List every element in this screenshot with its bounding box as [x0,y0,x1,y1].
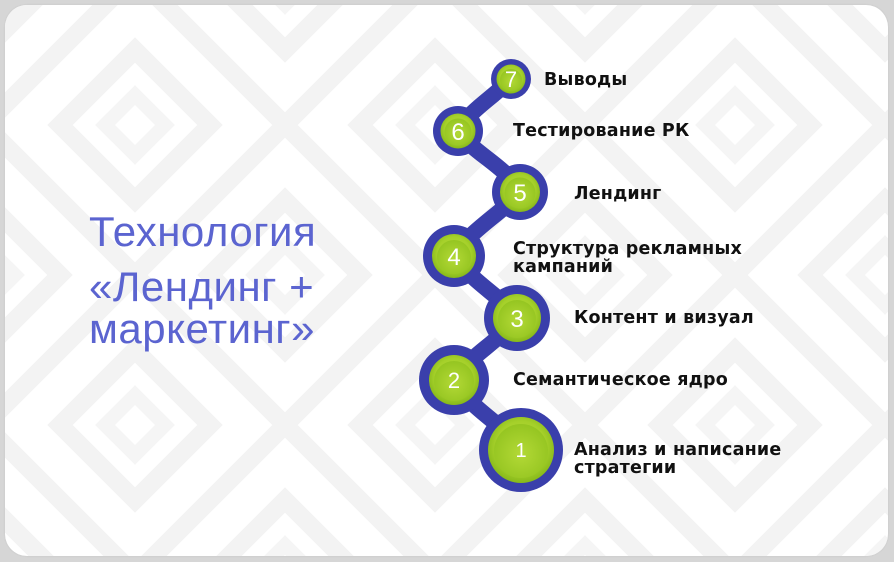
step-3-marker: 3 [484,285,550,351]
step-7-marker: 7 [491,59,531,99]
step-4-label-line-1: Структура рекламных [513,239,742,259]
step-6-label: Тестирование РК [513,121,690,141]
step-1-label-line-1: Анализ и написание [574,440,782,460]
step-5-number: 5 [513,180,526,207]
title-line-1: Технология [89,208,317,255]
step-4-number: 4 [447,244,460,271]
step-3-number: 3 [510,306,523,333]
step-6-marker: 6 [433,106,483,156]
step-4-label: Структура рекламных кампаний [513,240,742,276]
slide-title: Технология «Лендинг + маркетинг» [89,208,316,350]
title-line-3: маркетинг» [89,305,315,352]
step-1-label: Анализ и написание стратегии [574,441,781,477]
step-1-marker: 1 [479,408,563,492]
step-4-label-line-2: кампаний [513,257,614,277]
step-4-marker: 4 [423,225,485,287]
step-2-marker: 2 [419,345,489,415]
step-1-number: 1 [515,440,526,462]
step-6-number: 6 [451,119,464,146]
step-2-number: 2 [448,368,460,393]
step-7-label: Выводы [544,70,628,90]
step-7-number: 7 [505,67,517,92]
step-5-marker: 5 [492,164,548,220]
step-2-label: Семантическое ядро [513,370,728,390]
step-3-label: Контент и визуал [574,308,754,328]
title-line-2: «Лендинг + [89,263,315,310]
step-1-label-line-2: стратегии [574,458,677,478]
step-5-label: Лендинг [574,184,662,204]
